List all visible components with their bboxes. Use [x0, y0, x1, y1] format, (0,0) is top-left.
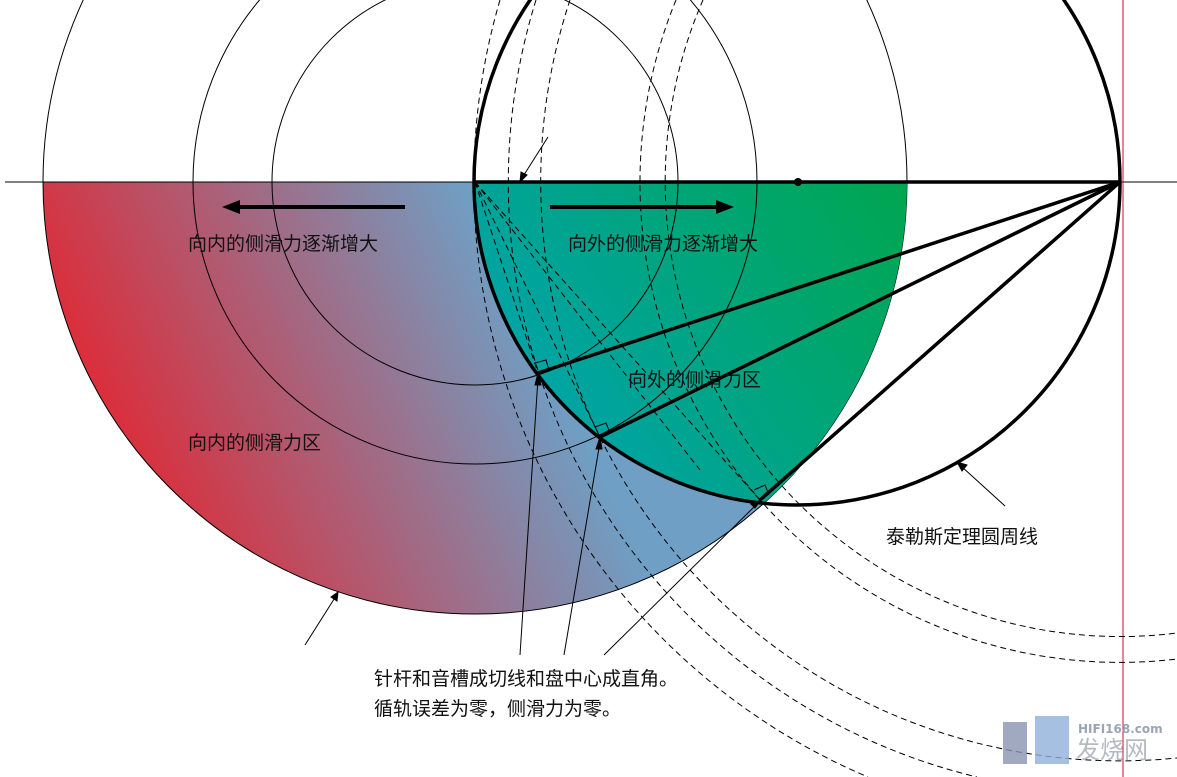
stylus-arc	[664, 0, 1177, 638]
stylus-arc	[507, 0, 978, 777]
radial-line	[474, 181, 701, 471]
note-line-1: 针杆和音槽成切线和盘中心成直角。	[374, 668, 679, 690]
watermark-logo	[1003, 710, 1073, 770]
tonearm-lines	[537, 180, 1122, 502]
outward-zone-fill	[474, 182, 907, 505]
radial-line	[474, 181, 761, 501]
inward-increase-label: 向内的侧滑力逐渐增大	[188, 233, 379, 255]
outward-zone-label: 向外的侧滑力区	[628, 369, 762, 391]
note-line-2: 循轨误差为零，侧滑力为零。	[374, 698, 622, 720]
outward-increase-label: 向外的侧滑力逐渐增大	[568, 233, 759, 255]
inward-zone-label: 向内的侧滑力区	[188, 432, 322, 454]
radial-line	[474, 181, 601, 438]
watermark-site: HIFI168.com	[1078, 722, 1163, 736]
direction-arrows	[222, 200, 734, 214]
center-dot	[794, 178, 802, 186]
stylus-arc	[639, 0, 1177, 663]
tonearm-line	[758, 180, 1122, 502]
tonearm-line	[537, 180, 1121, 375]
watermark-name: 发烧网	[1076, 736, 1148, 764]
stylus-arcs	[473, 0, 1177, 777]
pointer-arrows	[304, 136, 1006, 656]
tonearm-line	[599, 180, 1121, 439]
thales-circle-label: 泰勒斯定理圆周线	[886, 526, 1039, 548]
radial-line	[474, 181, 539, 374]
right-angle-marks	[534, 359, 770, 496]
stylus-arc	[540, 0, 1177, 762]
